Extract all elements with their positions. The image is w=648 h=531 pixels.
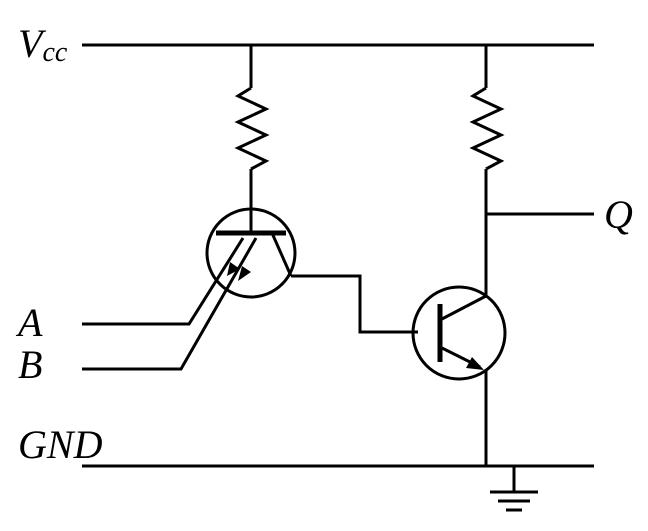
output-transistor-body bbox=[411, 285, 507, 381]
output-q-label: Q bbox=[604, 192, 633, 237]
ground-symbol-icon bbox=[490, 466, 538, 512]
ground-label: GND bbox=[18, 422, 103, 467]
output-emitter-arrow-icon bbox=[466, 357, 484, 370]
vcc-label-subscript: cc bbox=[42, 37, 67, 68]
vcc-label-main: V bbox=[18, 21, 47, 66]
emitter-b-arrow-icon bbox=[238, 266, 251, 281]
vcc-label: Vcc bbox=[18, 21, 68, 68]
input-b-emitter-wire bbox=[82, 237, 258, 371]
emitter-a-arrow-icon bbox=[227, 262, 240, 276]
transistor-interconnect bbox=[291, 274, 418, 334]
right-resistor bbox=[469, 86, 505, 171]
input-a-emitter-wire bbox=[82, 237, 245, 326]
output-transistor-collector-leg bbox=[439, 294, 487, 322]
input-b-label: B bbox=[18, 342, 42, 387]
left-resistor bbox=[234, 86, 270, 171]
input-a-label: A bbox=[15, 300, 43, 345]
input-transistor-collector-leg bbox=[270, 232, 293, 277]
input-transistor-body bbox=[205, 207, 297, 299]
